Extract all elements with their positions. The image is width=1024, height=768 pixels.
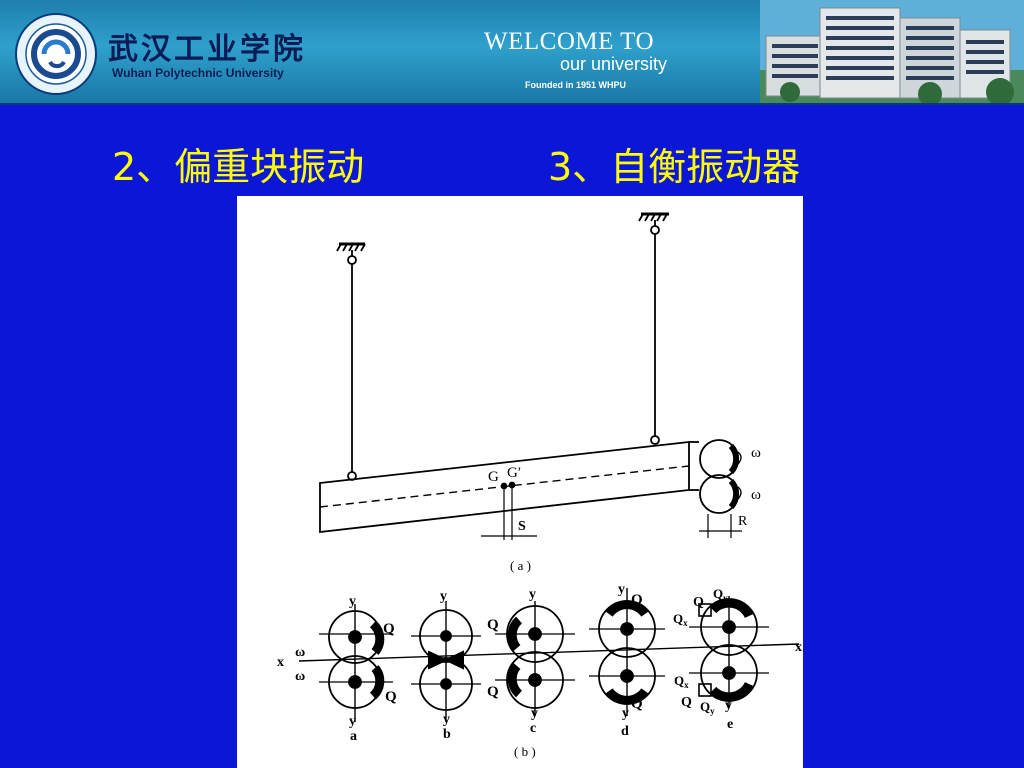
x-axis-line [298,643,800,662]
center-of-gravity-G [500,482,508,490]
slide-title-self-balancing-vibrator: 3、自衡振动器 [548,145,801,189]
panel-c-y-bottom: y [531,706,538,721]
panel-e-Qy-top-sub: y [723,593,728,603]
panel-d-letter: d [621,724,629,739]
panel-b-letter: b [443,727,451,742]
label-omega-lower: ω [751,487,761,503]
panel-b-y-bottom: y [443,712,450,727]
panel-a-Q-top: Q [383,621,395,637]
omega-top-label: ω [295,645,305,660]
panel-a-Q-bottom: Q [385,689,397,705]
panel-e-Qy-bottom-sub: y [710,706,715,716]
center-of-gravity-G-prime [508,481,516,489]
panel-e-Q-top: Q [693,595,704,610]
caption-a: ( a ) [510,558,531,573]
label-S: S [518,519,526,534]
welcome-text: WELCOME TO [484,28,655,55]
panel-c-y-top: y [529,587,536,602]
vibrator-diagram-svg: G G′ S R ω ω ( a ) x x ω ω ( b ) y y a Q… [277,212,802,759]
omega-bottom-label: ω [295,669,305,684]
panel-c-rollers [495,601,575,716]
panel-a-letter: a [350,729,357,744]
panel-a-y-bottom: y [349,714,356,729]
left-ceiling-anchor [336,242,366,265]
panel-d-Q-bottom: Q [631,696,643,712]
axis-x-right-label: x [795,640,802,655]
panel-e-rollers [689,596,769,708]
panel-e-Q-bottom: Q [681,695,692,710]
label-R: R [738,514,748,529]
panel-a-rollers [319,604,393,722]
panel-c-Q-bottom: Q [487,684,499,700]
panel-e-Qx-top: Qx [673,611,688,628]
panel-e-Qy-top-q: Q [713,586,723,601]
university-name-en: Wuhan Polytechnic University [112,66,284,80]
panel-e-Qx-bottom-q: Q [674,673,684,688]
caption-b: ( b ) [514,744,536,759]
panel-e-Qy-top: Qy [713,586,728,603]
vibrator-diagram: G G′ S R ω ω ( a ) x x ω ω ( b ) y y a Q… [237,196,803,768]
header-banner: 武汉工业学院 Wuhan Polytechnic University WELC… [0,0,1024,105]
university-name-cn: 武汉工业学院 [108,32,306,67]
panel-e-Qx-bottom: Qx [674,673,689,690]
label-G-prime: G′ [507,465,521,481]
our-university-text: our university [560,54,668,74]
panel-c-Q-top: Q [487,617,499,633]
panel-d-y-bottom: y [622,706,629,721]
panel-e-letter: e [727,717,733,732]
panel-e-y-bottom: y [725,698,732,713]
label-G: G [488,469,499,485]
slide-title-eccentric-block-vibration: 2、偏重块振动 [112,145,365,189]
founded-text: Founded in 1951 WHPU [525,80,627,90]
panel-d-Q-top: Q [631,592,643,608]
panel-d-rollers [589,588,665,716]
axis-x-left-label: x [277,655,284,670]
panel-a-y-top: y [349,594,356,609]
right-ceiling-anchor [638,212,669,235]
panel-e-Qy-bottom: Qy [700,699,715,716]
panel-b-y-top: y [440,589,447,604]
panel-e-Qx-top-sub: x [683,618,688,628]
panel-e-Qx-top-q: Q [673,611,683,626]
right-rod-joint [650,435,660,445]
university-logo [15,13,97,95]
campus-building-image [760,0,1024,103]
panel-b-rollers [411,601,481,722]
label-omega-upper: ω [751,445,761,461]
panel-c-letter: c [530,721,536,736]
panel-d-y-top: y [618,582,625,597]
panel-e-Qy-bottom-q: Q [700,699,710,714]
panel-e-Qx-bottom-sub: x [684,680,689,690]
